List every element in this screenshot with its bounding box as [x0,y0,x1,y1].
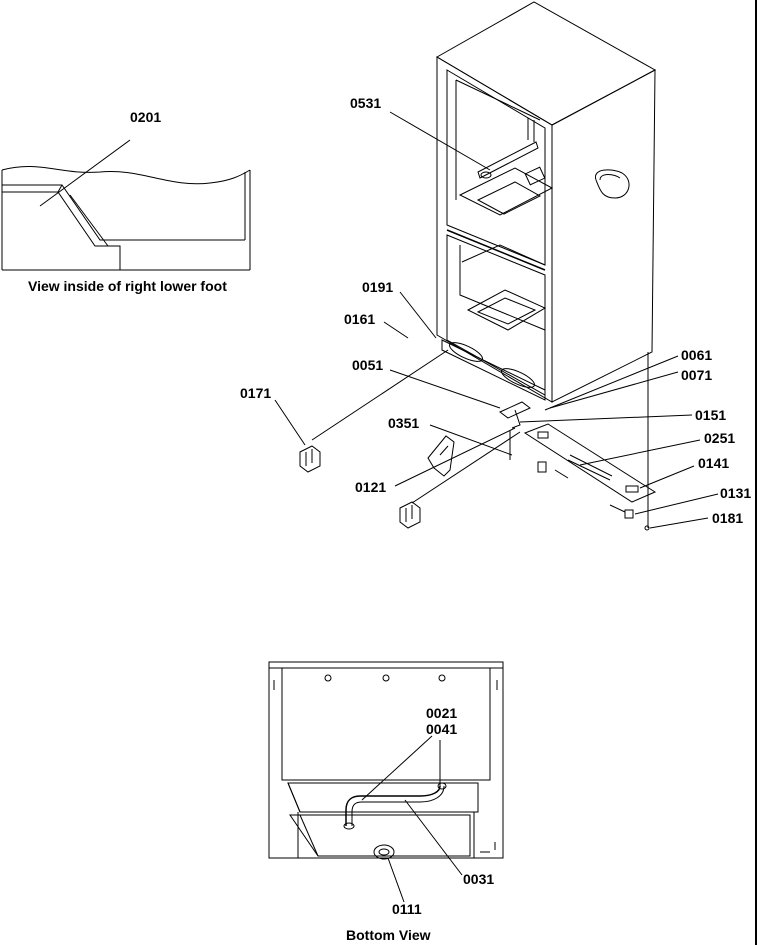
label-0061: 0061 [681,347,712,363]
label-0021: 0021 [426,705,457,721]
leaders-lower [361,735,463,903]
leaders-upper [274,111,719,529]
refrigerator-cabinet [436,1,657,403]
caption-bottom-view: Bottom View [346,927,431,943]
label-0191: 0191 [362,279,393,295]
label-0071: 0071 [681,367,712,383]
caption-foot-view: View inside of right lower foot [28,278,227,294]
label-0351: 0351 [388,415,419,431]
label-0201: 0201 [130,109,161,125]
label-0141: 0141 [698,455,729,471]
leader-0201 [39,139,131,207]
label-0051: 0051 [352,357,383,373]
label-0171: 0171 [240,385,271,401]
label-0041: 0041 [426,721,457,737]
loose-parts [299,401,657,531]
bottom-view [268,661,504,860]
label-0111: 0111 [392,901,422,917]
label-0181: 0181 [712,510,743,526]
label-0031: 0031 [463,871,494,887]
label-0531: 0531 [350,95,381,111]
label-0121: 0121 [355,479,386,495]
label-0161: 0161 [344,311,375,327]
label-0151: 0151 [695,407,726,423]
foot-inset: 0201 View inside of right lower foot [1,109,251,294]
label-0251: 0251 [704,430,735,446]
label-0131: 0131 [720,485,751,501]
